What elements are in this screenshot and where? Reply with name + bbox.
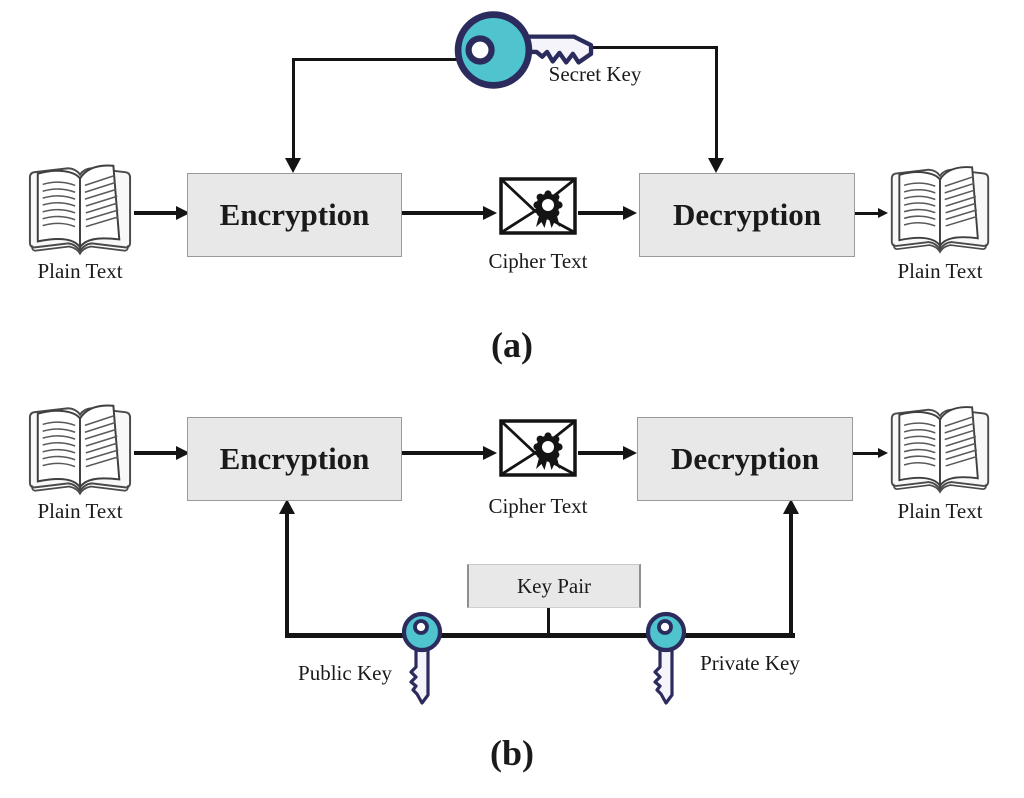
cipher-envelope-icon-a [499, 177, 577, 235]
arrowhead-cipher-to-decryption-b [623, 446, 637, 460]
arrow-decryption-to-book-a [853, 212, 880, 215]
plain-text-book-icon-b-right [888, 398, 992, 498]
plain-text-label-a-left: Plain Text [37, 259, 123, 283]
public-key-icon [399, 611, 445, 707]
arrow-cipher-to-decryption-a [578, 211, 625, 215]
arrowhead-encryption-to-cipher-a [483, 206, 497, 220]
arrowhead-book-to-encryption-b [176, 446, 190, 460]
cipher-text-label-a: Cipher Text [488, 249, 588, 273]
decryption-box-b: Decryption [637, 417, 853, 501]
cipher-envelope-icon-b [499, 419, 577, 477]
secret-key-icon [450, 6, 602, 94]
private-key-label: Private Key [700, 651, 800, 675]
arrow-cipher-to-decryption-b [578, 451, 625, 455]
private-key-up-line [789, 512, 793, 637]
arrowhead-up-encryption-b [279, 499, 295, 514]
decryption-box-a: Decryption [639, 173, 855, 257]
arrow-encryption-to-cipher-b [400, 451, 485, 455]
arrowhead-down-encryption-a [285, 158, 301, 173]
arrow-book-to-encryption-a [134, 211, 178, 215]
plain-text-book-icon-b-left [26, 398, 134, 498]
encryption-box-a: Encryption [187, 173, 402, 257]
plain-text-label-b-right: Plain Text [897, 499, 983, 523]
panel-b-caption: (b) [490, 733, 534, 773]
plain-text-book-icon-a-right [888, 158, 992, 258]
arrowhead-encryption-to-cipher-b [483, 446, 497, 460]
plain-text-book-icon-a-left [26, 158, 134, 258]
private-key-icon [643, 611, 689, 707]
plain-text-label-b-left: Plain Text [37, 499, 123, 523]
arrowhead-up-decryption-b [783, 499, 799, 514]
key-pair-label: Key Pair [516, 573, 592, 598]
cipher-text-label-b: Cipher Text [488, 494, 588, 518]
arrow-decryption-to-book-b [851, 452, 880, 455]
key-pair-bus-line [285, 633, 795, 638]
public-key-up-line [285, 512, 289, 637]
secret-key-label: Secret Key [548, 62, 642, 86]
panel-a-caption: (a) [491, 325, 533, 365]
plain-text-label-a-right: Plain Text [897, 259, 983, 283]
secret-key-line-left-h [292, 58, 458, 61]
secret-key-line-right-v [714, 46, 718, 159]
arrowhead-decryption-to-book-b [878, 448, 888, 458]
key-pair-connector-line [546, 605, 550, 635]
arrow-encryption-to-cipher-a [400, 211, 485, 215]
public-key-label: Public Key [298, 661, 392, 685]
arrowhead-decryption-to-book-a [878, 208, 888, 218]
encryption-box-b: Encryption [187, 417, 402, 501]
arrowhead-cipher-to-decryption-a [623, 206, 637, 220]
key-pair-box: Key Pair [467, 564, 641, 608]
arrow-book-to-encryption-b [134, 451, 178, 455]
secret-key-line-left-v [291, 58, 295, 159]
arrowhead-down-decryption-a [708, 158, 724, 173]
decryption-label-b: Decryption [670, 441, 820, 476]
secret-key-line-right-h [592, 46, 718, 49]
arrowhead-book-to-encryption-a [176, 206, 190, 220]
decryption-label-a: Decryption [672, 197, 822, 232]
encryption-label-b: Encryption [219, 441, 370, 476]
encryption-label-a: Encryption [219, 197, 370, 232]
